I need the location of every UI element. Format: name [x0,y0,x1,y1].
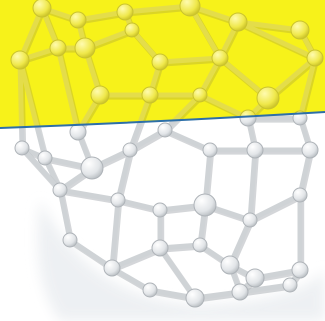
atom [185,288,205,308]
bond [115,147,133,203]
atom [52,182,68,198]
molecule-bottom [14,112,320,308]
atom [157,122,173,138]
bond [57,187,73,243]
bond [17,57,25,128]
band-divider [0,111,325,129]
atom [192,87,208,103]
atom [122,142,138,158]
bond [247,192,303,223]
atom [80,156,104,180]
atom [37,150,53,166]
atom [110,192,126,208]
atom [211,49,229,67]
atom [69,11,87,29]
atom [193,193,217,217]
atom [49,39,67,57]
atom [116,3,134,21]
atom [202,142,218,158]
atom [151,53,169,71]
bond [297,55,318,121]
bond [157,245,198,301]
bond [57,187,121,203]
atom [152,202,168,218]
molecule-shadow [37,200,325,321]
atom [290,20,310,40]
atom [74,37,96,59]
atom [69,123,87,141]
atom [103,259,121,277]
bond [197,92,251,121]
atom [242,212,258,228]
atom [124,22,140,38]
bond [109,245,163,271]
atom [231,283,249,301]
atom [90,85,110,105]
atom [141,86,159,104]
atom [256,86,280,110]
atom [282,277,298,293]
atom [228,12,248,32]
atom [151,239,169,257]
bond [235,19,318,61]
atom [291,261,309,279]
bond [109,197,121,271]
atom [179,0,201,17]
bond [19,145,63,193]
atom [14,140,30,156]
bond [162,127,213,153]
bond [235,19,303,33]
bond [17,57,48,128]
atom [142,282,158,298]
atom [192,237,208,253]
atom [292,187,308,203]
atom [246,141,264,159]
atom [62,232,78,248]
bond [122,3,193,15]
atom [32,0,52,18]
atom [245,268,265,288]
bond [157,55,223,65]
bond [247,147,258,223]
atom [10,50,30,70]
atom [301,141,319,159]
atom [220,255,240,275]
bond [17,112,48,161]
atom [306,49,324,67]
bond [55,45,81,128]
bond [17,112,25,151]
